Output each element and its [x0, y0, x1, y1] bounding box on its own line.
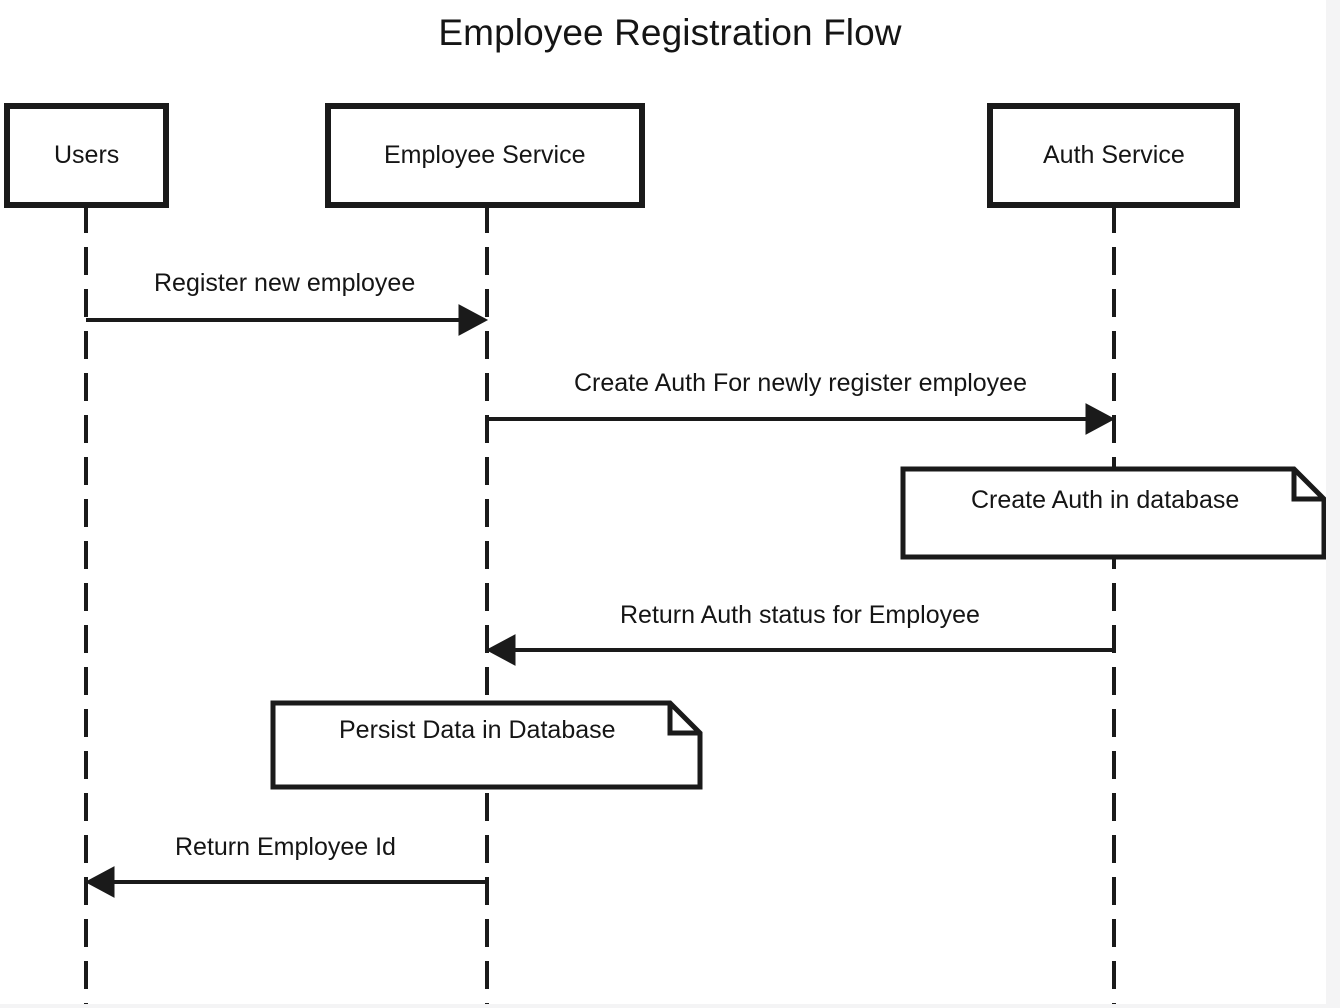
bottom-edge-strip [0, 1004, 1340, 1008]
message-arrowhead-create-auth-for-newly-register-employee [1085, 403, 1116, 435]
note-box-persist-data-in-database[interactable] [270, 700, 703, 790]
note-label-create-auth-in-database: Create Auth in database [971, 486, 1240, 514]
note-fold-create-auth-in-database [1291, 469, 1324, 502]
participant-box-users[interactable] [4, 103, 169, 208]
message-arrowhead-return-auth-status-for-employee [485, 634, 516, 666]
message-label-return-auth-status-for-employee: Return Auth status for Employee [620, 601, 980, 629]
note-label-persist-data-in-database: Persist Data in Database [339, 716, 616, 744]
participant-label-auth-service: Auth Service [1043, 141, 1185, 169]
message-label-create-auth-for-newly-register-employee: Create Auth For newly register employee [574, 369, 1027, 397]
message-arrowhead-register-new-employee [458, 304, 489, 336]
note-fold-persist-data-in-database [667, 703, 700, 736]
participant-label-employee-service: Employee Service [384, 141, 586, 169]
page-title: Employee Registration Flow [438, 12, 902, 53]
right-edge-strip [1326, 0, 1340, 1008]
message-label-return-employee-id: Return Employee Id [175, 833, 396, 861]
note-box-create-auth-in-database[interactable] [900, 466, 1327, 560]
participant-box-employee-service[interactable] [325, 103, 645, 208]
message-label-register-new-employee: Register new employee [154, 269, 416, 297]
participant-label-users: Users [54, 141, 120, 169]
message-arrowhead-return-employee-id [84, 866, 115, 898]
participant-box-auth-service[interactable] [987, 103, 1240, 208]
